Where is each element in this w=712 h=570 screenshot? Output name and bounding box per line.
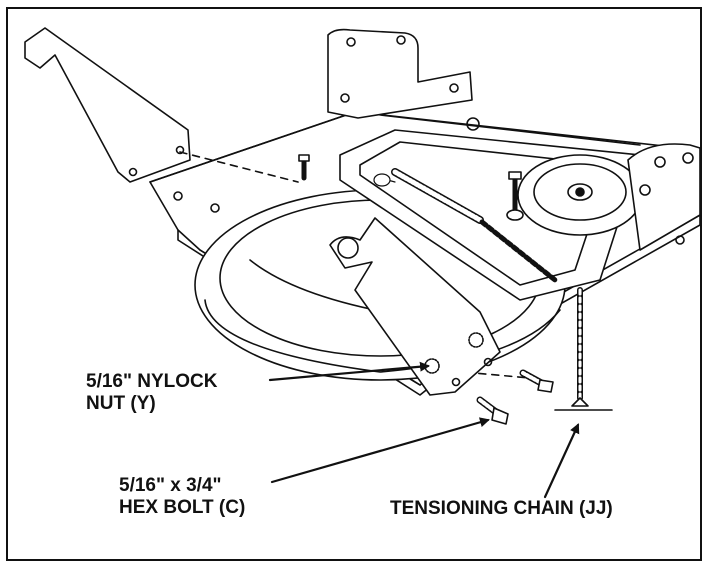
hex-bolt-chain xyxy=(519,369,554,393)
right-idler-arm xyxy=(627,143,701,251)
leader-nylock-nut xyxy=(268,361,430,382)
front-bracket-plate xyxy=(329,217,501,396)
callout-hex-bolt: 5/16" x 3/4" HEX BOLT (C) xyxy=(119,475,245,519)
inner-chain xyxy=(479,219,558,283)
callout-tensioning-chain: TENSIONING CHAIN (JJ) xyxy=(390,498,613,520)
leader-hex-bolt xyxy=(270,417,490,484)
deck-bolt-left xyxy=(298,154,310,181)
tensioning-chain-jj xyxy=(554,287,613,411)
callout-nylock-nut-line1: 5/16" NYLOCK xyxy=(86,371,218,392)
deck-bolt-right xyxy=(506,171,524,221)
left-arm-bracket xyxy=(24,27,220,213)
callout-hex-bolt-line1: 5/16" x 3/4" xyxy=(119,475,222,496)
callout-nylock-nut: 5/16" NYLOCK NUT (Y) xyxy=(86,371,218,415)
idler-pulley xyxy=(517,154,643,236)
callout-tensioning-chain-label: TENSIONING CHAIN (JJ) xyxy=(390,498,613,519)
hex-bolt-c xyxy=(476,396,509,425)
rear-bracket xyxy=(327,28,480,131)
tension-spring xyxy=(373,168,484,224)
callout-hex-bolt-line2: HEX BOLT (C) xyxy=(119,497,246,518)
callout-nylock-nut-line2: NUT (Y) xyxy=(86,393,156,414)
leader-tensioning-chain xyxy=(543,423,580,499)
